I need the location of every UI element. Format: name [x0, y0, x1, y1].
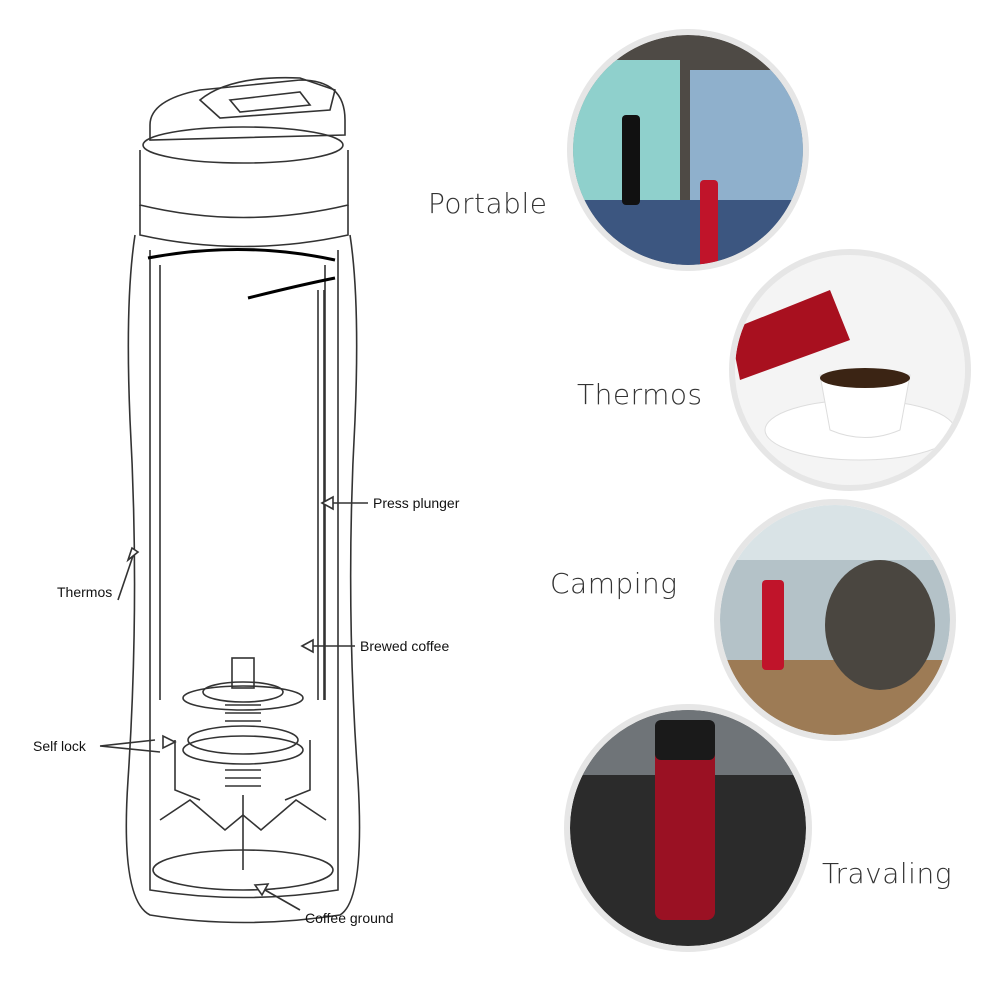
feature-label-traveling: Travaling: [822, 857, 952, 890]
feature-label-camping: Camping: [550, 567, 678, 600]
callout-thermos: Thermos: [57, 584, 113, 600]
bottle-body: [125, 234, 361, 924]
callout-self-lock: Self lock: [33, 738, 86, 754]
bottle-lid: [149, 79, 346, 141]
feature-label-thermos: Thermos: [577, 378, 703, 411]
photo-camping: [720, 505, 950, 735]
feature-label-portable: Portable: [428, 187, 548, 220]
callout-press-plunger: Press plunger: [373, 495, 460, 511]
callout-brewed-coffee: Brewed coffee: [360, 638, 450, 654]
photo-portable: [573, 35, 803, 265]
photo-thermos: [735, 255, 965, 485]
callout-coffee-ground: Coffee ground: [305, 910, 394, 926]
